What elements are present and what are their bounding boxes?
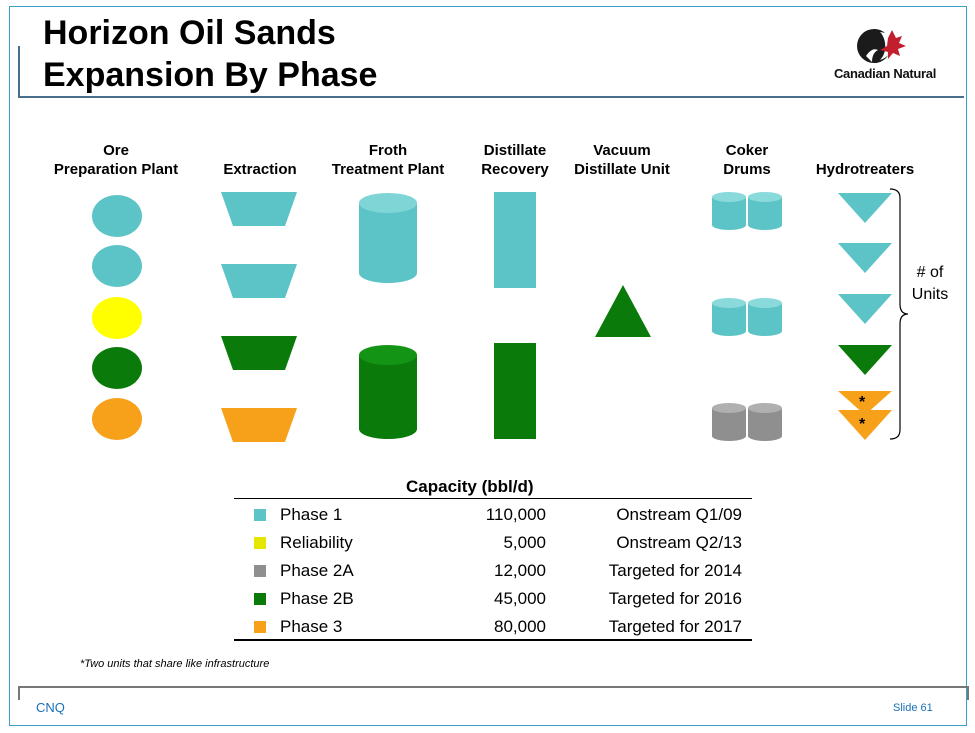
header-extraction: Extraction	[223, 161, 297, 178]
phase-swatch	[254, 621, 266, 633]
phase-swatch	[254, 537, 266, 549]
capacity-row: Phase 2A 12,000 Targeted for 2014	[234, 558, 752, 586]
hydrotreater-phase1-a	[838, 193, 892, 223]
capacity-row: Reliability 5,000 Onstream Q2/13	[234, 530, 752, 558]
header-vacuum-distillate: Vacuum Distillate Unit	[574, 142, 670, 178]
phase-swatch	[254, 565, 266, 577]
phase-capacity: 12,000	[494, 561, 546, 580]
footer-company: CNQ	[36, 700, 65, 715]
capacity-rule-bottom	[234, 639, 752, 641]
footer-rule-right	[967, 686, 969, 700]
shared-infrastructure-marker-b: *	[859, 416, 866, 433]
phase-swatch	[254, 593, 266, 605]
hydrotreater-phase2b	[838, 345, 892, 375]
phase-name: Reliability	[280, 533, 353, 552]
capacity-rule-top	[234, 498, 752, 499]
slide-title: Horizon Oil Sands Expansion By Phase	[43, 14, 378, 94]
footer-slide-number: Slide 61	[893, 702, 933, 714]
vacuum-distillate-unit-phase2b	[595, 285, 651, 337]
coker-drums-phase1-b	[712, 298, 782, 336]
phase-capacity: 45,000	[494, 589, 546, 608]
phase-status: Onstream Q2/13	[616, 533, 742, 552]
header-froth-treatment: Froth Treatment Plant	[331, 142, 445, 178]
phase-status: Targeted for 2016	[608, 589, 742, 608]
title-rule-vertical	[18, 46, 20, 98]
coker-drums-phase1-a	[712, 192, 782, 230]
extraction-unit-phase2b	[221, 336, 297, 370]
header-distillate-recovery: Distillate Recovery	[481, 142, 549, 178]
phase-name: Phase 3	[280, 617, 343, 636]
logo-text: Canadian Natural	[833, 66, 937, 81]
froth-unit-phase2b	[359, 345, 417, 439]
phase-capacity: 80,000	[494, 617, 546, 636]
title-rule-horizontal	[18, 96, 964, 98]
coker-drums-phase2a	[712, 403, 782, 441]
company-logo: Canadian Natural	[822, 26, 948, 86]
ore-unit-reliability	[92, 297, 142, 339]
capacity-row: Phase 2B 45,000 Targeted for 2016	[234, 586, 752, 614]
hydrotreater-phase3-b	[838, 410, 892, 440]
phase-capacity: 5,000	[503, 533, 546, 552]
hydrotreater-phase3-a	[838, 391, 892, 415]
ore-unit-phase2b	[92, 347, 142, 389]
shared-infrastructure-marker-a: *	[859, 394, 866, 411]
distillate-unit-phase1	[494, 192, 536, 288]
footer-rule	[18, 686, 969, 688]
ore-unit-phase3	[92, 398, 142, 440]
hydrotreater-phase1-c	[838, 294, 892, 324]
phase-name: Phase 2A	[280, 561, 354, 580]
phase-status: Onstream Q1/09	[616, 505, 742, 524]
phase-status: Targeted for 2014	[608, 561, 742, 580]
phase-name: Phase 2B	[280, 589, 354, 608]
slide-frame	[9, 6, 967, 726]
header-coker-drums: Coker Drums	[723, 142, 771, 178]
units-brace	[889, 188, 909, 440]
phase-name: Phase 1	[280, 505, 343, 524]
footnote: *Two units that share like infrastructur…	[80, 658, 270, 670]
header-hydrotreaters: Hydrotreaters	[815, 161, 915, 178]
capacity-row: Phase 3 80,000 Targeted for 2017	[234, 614, 752, 642]
froth-unit-phase1	[359, 193, 417, 283]
extraction-unit-phase3	[221, 408, 297, 442]
logo-icon	[857, 29, 906, 63]
phase-capacity: 110,000	[485, 505, 546, 524]
capacity-title: Capacity (bbl/d)	[406, 477, 534, 496]
header-ore-preparation: Ore Preparation Plant	[53, 142, 179, 178]
phase-status: Targeted for 2017	[608, 617, 742, 636]
distillate-unit-phase2b	[494, 343, 536, 439]
units-label: # of Units	[911, 264, 949, 303]
phase-swatch	[254, 509, 266, 521]
ore-unit-phase1-a	[92, 195, 142, 237]
extraction-unit-phase1-b	[221, 264, 297, 298]
capacity-row: Phase 1 110,000 Onstream Q1/09	[234, 502, 752, 530]
extraction-unit-phase1-a	[221, 192, 297, 226]
ore-unit-phase1-b	[92, 245, 142, 287]
hydrotreater-phase1-b	[838, 243, 892, 273]
footer-rule-left	[18, 686, 20, 700]
